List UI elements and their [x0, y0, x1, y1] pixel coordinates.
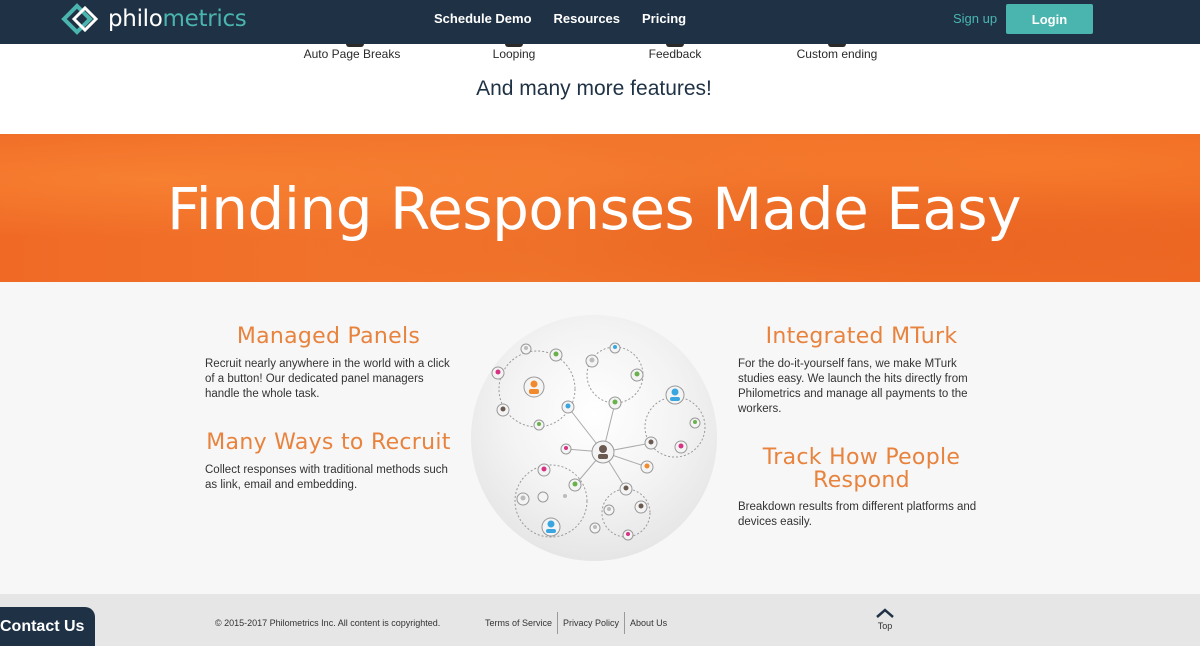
feature-icon-stub — [666, 44, 684, 47]
track-text: Breakdown results from different platfor… — [738, 501, 977, 528]
login-button[interactable]: Login — [1006, 4, 1093, 34]
banner-title: Finding Responses Made Easy — [167, 175, 1021, 243]
feature-icon-stub — [828, 44, 846, 47]
about-link[interactable]: About Us — [630, 618, 668, 628]
site-footer — [0, 594, 1200, 646]
mturk-text: For the do-it-yourself fans, we make MTu… — [738, 358, 968, 415]
managed-panels-text: Recruit nearly anywhere in the world wit… — [205, 358, 450, 400]
feature-custom-ending: Custom ending — [796, 47, 878, 61]
contact-us-button[interactable]: Contact Us — [0, 607, 95, 646]
many-ways-text: Collect responses with traditional metho… — [205, 464, 448, 491]
nav-pricing[interactable]: Pricing — [642, 11, 687, 26]
signup-link[interactable]: Sign up — [953, 11, 998, 26]
managed-panels-title: Managed Panels — [236, 324, 421, 349]
copyright-text: © 2015-2017 Philometrics Inc. All conten… — [215, 618, 441, 628]
main-nav: Schedule Demo Resources Pricing — [434, 11, 708, 26]
logo[interactable]: philometrics — [60, 2, 247, 36]
feature-feedback: Feedback — [648, 47, 702, 61]
many-ways-title: Many Ways to Recruit — [206, 430, 451, 455]
hero-banner — [0, 134, 1200, 282]
network-illustration — [491, 342, 706, 541]
footer-links: Terms of Service Privacy Policy About Us — [480, 612, 672, 634]
more-features-heading: And many more features! — [476, 77, 712, 100]
top-label: Top — [877, 621, 893, 631]
chevron-up-icon — [876, 608, 894, 618]
nav-schedule-demo[interactable]: Schedule Demo — [434, 11, 532, 26]
terms-link[interactable]: Terms of Service — [480, 612, 559, 634]
logo-text: philometrics — [108, 6, 247, 32]
logo-diamond-icon — [61, 3, 99, 35]
feature-icon-stub — [346, 44, 364, 47]
site-header: philometrics Schedule Demo Resources Pri… — [0, 0, 1200, 44]
back-to-top-button[interactable]: Top — [874, 607, 896, 631]
mturk-title: Integrated MTurk — [765, 324, 958, 349]
privacy-link[interactable]: Privacy Policy — [558, 612, 626, 634]
feature-icon-stub — [505, 44, 523, 47]
nav-resources[interactable]: Resources — [553, 11, 621, 26]
feature-looping: Looping — [492, 47, 536, 61]
track-title: Track How People Respond — [762, 445, 961, 493]
feature-auto-page-breaks: Auto Page Breaks — [303, 47, 401, 61]
